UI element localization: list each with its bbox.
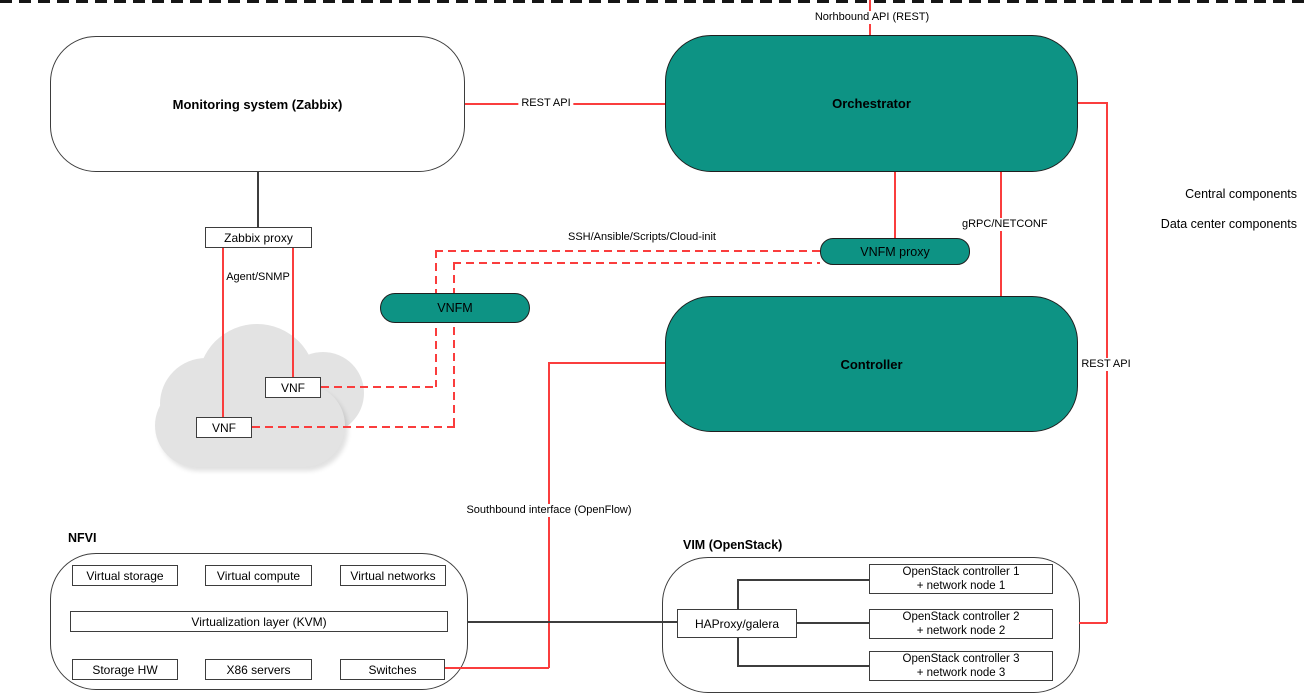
vnfm-node: VNFM [380, 293, 530, 323]
nfvi-storage-hw-label: Storage HW [92, 662, 158, 677]
grpc-netconf-label: gRPC/NETCONF [959, 218, 1051, 231]
zabbix-proxy-node: Zabbix proxy [205, 227, 312, 248]
vim-haproxy-label: HAProxy/galera [694, 616, 780, 631]
nfvi-virtual-compute-box: Virtual compute [205, 565, 312, 586]
nfvi-virtual-networks-box: Virtual networks [340, 565, 446, 586]
vnfm-proxy-label: VNFM proxy [860, 244, 930, 259]
orchestrator-label: Orchestrator [832, 96, 911, 111]
nfvi-virtual-storage-label: Virtual storage [86, 568, 164, 583]
southbound-label: Southbound interface (OpenFlow) [463, 504, 635, 517]
edge-vnf1-vnfmproxy-dashed [321, 386, 437, 388]
ssh-ansible-label: SSH/Ansible/Scripts/Cloud-init [568, 231, 716, 243]
vim-openstack-controller-2-box: OpenStack controller 2 + network node 2 [869, 609, 1053, 639]
edge-southbound-line [549, 362, 665, 364]
edge-vnf1-vnfmproxy-dashed [435, 250, 820, 252]
edge-nfvi-vim-line [468, 621, 677, 623]
vim-controller-2-line2: + network node 2 [916, 625, 1006, 637]
nfvi-storage-hw-box: Storage HW [72, 659, 178, 680]
edge-grpc-netconf-line [1000, 172, 1002, 296]
vnf-upper-label: VNF [281, 380, 305, 395]
edge-vnf2-vnfmproxy-dashed [453, 262, 455, 427]
nfvi-virtualization-layer-label: Virtualization layer (KVM) [191, 614, 327, 629]
separator-label-central: Central components [1185, 187, 1297, 201]
vnfm-proxy-node: VNFM proxy [820, 238, 970, 265]
nfvi-switches-label: Switches [368, 662, 417, 677]
nfvi-switches-box: Switches [340, 659, 445, 680]
northbound-api-label: Norhbound API (REST) [811, 11, 933, 24]
nfvi-x86-servers-box: X86 servers [205, 659, 312, 680]
vim-controller-3-line1: OpenStack controller 3 [902, 653, 1020, 665]
vim-connector-line [737, 579, 869, 581]
nfvi-virtual-storage-box: Virtual storage [72, 565, 178, 586]
edge-monitoring-zabbixproxy-line [257, 172, 259, 228]
monitoring-system-node: Monitoring system (Zabbix) [50, 36, 465, 172]
vim-controller-2-line1: OpenStack controller 2 [902, 611, 1020, 623]
separator-label-datacenter: Data center components [1160, 217, 1297, 231]
vim-controller-1-line1: OpenStack controller 1 [902, 566, 1020, 578]
vnfm-label: VNFM [437, 301, 473, 315]
zabbix-proxy-label: Zabbix proxy [224, 230, 293, 245]
edge-rest-api-right-line [1078, 102, 1107, 104]
vnf-lower-node: VNF [196, 417, 252, 438]
edge-southbound-line [445, 667, 549, 669]
vim-controller-3-line2: + network node 3 [916, 667, 1006, 679]
vim-controller-1-line2: + network node 1 [916, 580, 1006, 592]
edge-rest-api-right-line [1079, 622, 1107, 624]
vnf-upper-node: VNF [265, 377, 321, 398]
edge-agent-snmp-line-right [292, 248, 294, 377]
vnf-lower-label: VNF [212, 420, 236, 435]
vim-connector-line [737, 665, 869, 667]
nfvi-virtual-compute-label: Virtual compute [216, 568, 301, 583]
controller-node: Controller [665, 296, 1078, 432]
vim-title: VIM (OpenStack) [683, 538, 783, 552]
controller-label: Controller [840, 356, 903, 372]
monitoring-system-label: Monitoring system (Zabbix) [172, 96, 343, 112]
nfvi-x86-servers-label: X86 servers [226, 662, 291, 677]
vim-haproxy-box: HAProxy/galera [677, 609, 797, 638]
nfvi-virtualization-layer-box: Virtualization layer (KVM) [70, 611, 448, 632]
edge-vnf2-vnfmproxy-dashed [453, 262, 820, 264]
agent-snmp-label: Agent/SNMP [226, 271, 290, 283]
edge-orchestrator-vnfmproxy-line [894, 172, 896, 238]
orchestrator-node: Orchestrator [665, 35, 1078, 172]
central-datacenter-separator-line [0, 0, 1305, 3]
nfvi-virtual-networks-label: Virtual networks [350, 568, 436, 583]
rest-api-right-label: REST API [1078, 358, 1134, 371]
rest-api-label: REST API [518, 97, 574, 110]
vim-openstack-controller-1-box: OpenStack controller 1 + network node 1 [869, 564, 1053, 594]
nfvi-title: NFVI [68, 531, 97, 545]
edge-agent-snmp-line-left [222, 248, 224, 417]
vim-connector-line [797, 622, 869, 624]
edge-vnf2-vnfmproxy-dashed [252, 426, 455, 428]
vim-openstack-controller-3-box: OpenStack controller 3 + network node 3 [869, 651, 1053, 681]
